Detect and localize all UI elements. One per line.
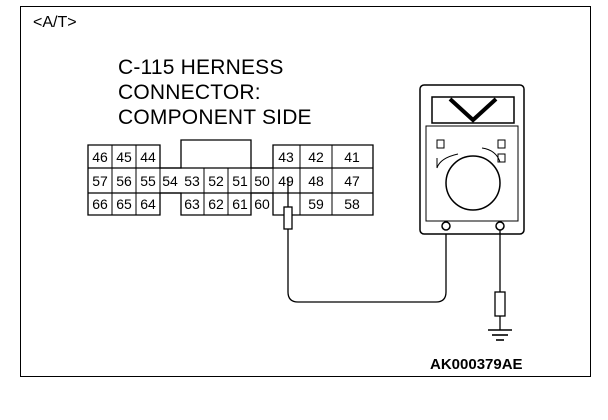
meter-jack-v [495, 221, 505, 231]
section-tag: <A/T> [33, 14, 77, 31]
connector-title-line-3: COMPONENT SIDE [118, 106, 312, 129]
pin-label: 46 [92, 149, 108, 165]
pin-label: 65 [116, 196, 132, 212]
ground-lead [494, 230, 506, 330]
pin-label: 48 [308, 173, 324, 189]
multimeter-display [431, 96, 515, 124]
figure-code: AK000379AE [430, 356, 523, 373]
pin-label: 45 [116, 149, 132, 165]
pin-label: 41 [344, 149, 360, 165]
pin-label: 50 [254, 173, 270, 189]
pin-label: 44 [140, 149, 156, 165]
pin-label: 47 [344, 173, 360, 189]
connector-probe [283, 178, 447, 303]
pin-label: 51 [232, 173, 248, 189]
pin-label: 52 [208, 173, 224, 189]
connector-row-3 [111, 193, 333, 215]
pin-label: 55 [140, 173, 156, 189]
diagram-frame [20, 6, 591, 377]
pin-label: 49 [278, 173, 294, 189]
pin-label: 56 [116, 173, 132, 189]
multimeter-icon [419, 84, 525, 235]
pin-label: 54 [162, 173, 178, 189]
pin-label: 42 [308, 149, 324, 165]
pin-label: 60 [254, 196, 270, 212]
connector-title-line-1: C-115 HERNESS [118, 56, 284, 79]
pin-label: 64 [140, 196, 156, 212]
pin-label: 61 [232, 196, 248, 212]
multimeter-dial [445, 155, 501, 211]
pin-label: 53 [184, 173, 200, 189]
pin-label: 43 [278, 149, 294, 165]
connector-row-2 [111, 168, 333, 193]
pin-label: 62 [208, 196, 224, 212]
connector-title-line-2: CONNECTOR: [118, 81, 261, 104]
meter-jack-com [441, 221, 451, 231]
pin-label: 59 [308, 196, 324, 212]
pin-label: 63 [184, 196, 200, 212]
ground-icon [488, 329, 512, 341]
pin-label: 66 [92, 196, 108, 212]
pin-label: 57 [92, 173, 108, 189]
connector-row-1 [111, 145, 333, 168]
pin-label: 58 [344, 196, 360, 212]
